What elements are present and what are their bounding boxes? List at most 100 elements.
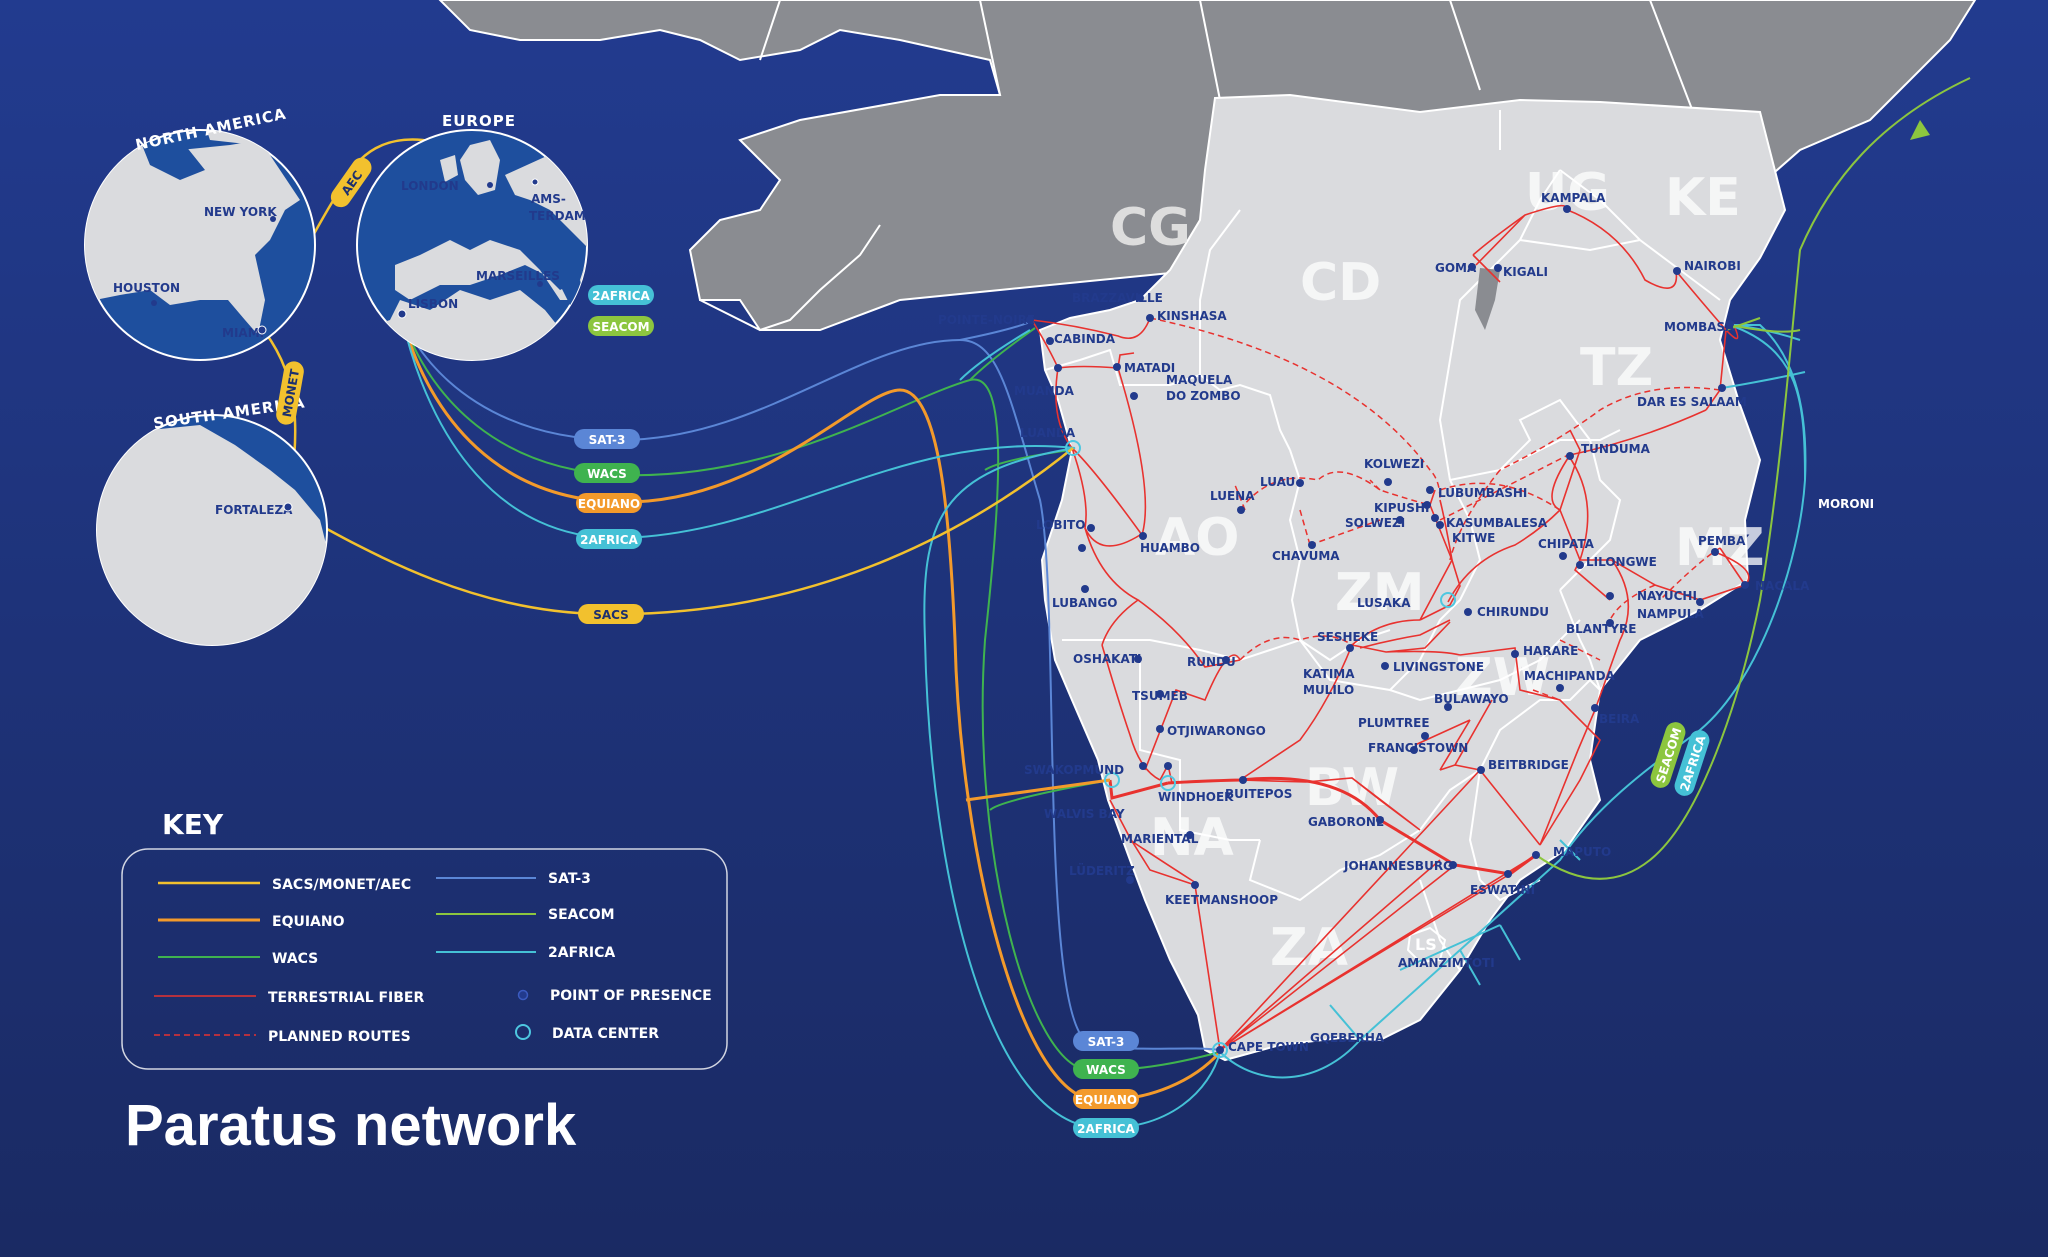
terrestrial-fiber (1031, 204, 1750, 1051)
svg-text:MOMBASA: MOMBASA (1664, 320, 1735, 334)
pop-dot (257, 325, 267, 335)
country-code: BW (1305, 758, 1399, 818)
country-code: CD (1300, 253, 1381, 313)
cable-equiano-branch (965, 778, 1111, 802)
city-label: MIAMI (222, 326, 264, 340)
svg-text:CABINDA: CABINDA (1054, 332, 1116, 346)
svg-text:NAYUCHI: NAYUCHI (1637, 589, 1697, 603)
svg-text:MUANDA: MUANDA (1014, 384, 1075, 398)
lake-kivu (1475, 268, 1500, 330)
pill-monet: MONET (276, 361, 304, 425)
globe-north-america: NORTH AMERICA NEW YORK HOUSTON MIAMI (84, 105, 316, 361)
svg-text:LUBUMBASHI: LUBUMBASHI (1438, 486, 1527, 500)
southern-africa-landmass (1038, 93, 1787, 1062)
country-code: ZM (1335, 563, 1424, 623)
key-swatch (515, 1024, 531, 1040)
pop-dot (151, 300, 157, 306)
svg-text:SACS: SACS (593, 608, 629, 622)
pill-wacs-atl: WACS (574, 463, 640, 483)
svg-text:CAPE TOWN: CAPE TOWN (1228, 1040, 1309, 1054)
city-label: MARSEILLES (476, 269, 560, 283)
svg-text:EQUIANO: EQUIANO (578, 497, 640, 511)
city-label: AMS- (531, 192, 566, 206)
lesotho-border (1406, 926, 1447, 964)
svg-text:GABORONE: GABORONE (1308, 815, 1384, 829)
key-label: PLANNED ROUTES (268, 1029, 411, 1045)
globe-europe: EUROPE LONDON AMS- TERDAM MARSEILLES LIS… (356, 112, 588, 361)
data-centers (1065, 440, 1456, 1058)
city-label: FORTALEZA (215, 503, 293, 517)
svg-text:KEETMANSHOOP: KEETMANSHOOP (1165, 893, 1278, 907)
svg-text:LUENA: LUENA (1210, 489, 1255, 503)
svg-text:SOLWEZI: SOLWEZI (1345, 516, 1405, 530)
page-title: Paratus network (125, 1093, 577, 1158)
city-label: LISBON (408, 297, 458, 311)
svg-text:CHIPATA: CHIPATA (1538, 537, 1595, 551)
north-borders (759, 0, 1701, 131)
svg-text:KIPUSHI: KIPUSHI (1374, 501, 1429, 515)
svg-text:LILONGWE: LILONGWE (1586, 555, 1657, 569)
key-label: EQUIANO (272, 914, 345, 930)
svg-text:OTJIWARONGO: OTJIWARONGO (1167, 724, 1266, 738)
svg-text:CHIRUNDU: CHIRUNDU (1477, 605, 1549, 619)
svg-text:MAQUELA: MAQUELA (1166, 373, 1233, 387)
key-title: KEY (162, 808, 224, 841)
key-label: TERRESTRIAL FIBER (268, 990, 424, 1006)
country-code: TZ (1580, 338, 1653, 398)
pop-dot (531, 178, 539, 186)
svg-text:BUITEPOS: BUITEPOS (1225, 787, 1292, 801)
pill-sat3-atl: SAT-3 (574, 429, 640, 449)
city-labels: BRAZZAVILLE KINSHASA POINTE-NOIRE CABIND… (938, 191, 1874, 1054)
svg-text:LIVINGSTONE: LIVINGSTONE (1393, 660, 1484, 674)
svg-text:WACS: WACS (587, 467, 627, 481)
svg-text:2AFRICA: 2AFRICA (1077, 1122, 1135, 1136)
svg-text:NAMPULA: NAMPULA (1637, 607, 1704, 621)
country-code: LS (1415, 935, 1437, 954)
svg-text:TSUMEB: TSUMEB (1132, 689, 1188, 703)
svg-text:TUNDUMA: TUNDUMA (1581, 442, 1651, 456)
pill-2africa-atl: 2AFRICA (576, 529, 642, 549)
svg-text:HUAMBO: HUAMBO (1140, 541, 1200, 555)
key-label: POINT OF PRESENCE (550, 988, 712, 1004)
key-label: SACS/MONET/AEC (272, 877, 411, 893)
svg-text:MACHIPANDA: MACHIPANDA (1524, 669, 1616, 683)
city-label: LONDON (401, 179, 459, 193)
svg-text:KOLWEZI: KOLWEZI (1364, 457, 1424, 471)
svg-text:POINTE-NOIRE: POINTE-NOIRE (938, 313, 1035, 327)
key-swatch (517, 989, 529, 1001)
svg-text:MORONI: MORONI (1818, 497, 1874, 511)
pop-dot (397, 309, 407, 319)
svg-text:NAIROBI: NAIROBI (1684, 259, 1741, 273)
pill-equiano-south: EQUIANO (1073, 1089, 1139, 1109)
svg-text:HARARE: HARARE (1523, 644, 1578, 658)
pop-dot (537, 281, 543, 287)
cable-2africa-stubs (1329, 839, 1581, 1041)
svg-text:SAT-3: SAT-3 (1088, 1035, 1125, 1049)
pop-dot (487, 182, 493, 188)
svg-text:KIGALI: KIGALI (1503, 265, 1548, 279)
svg-text:FRANCISTOWN: FRANCISTOWN (1368, 741, 1468, 755)
pill-seacom-eu: SEACOM (588, 316, 654, 336)
country-code: AO (1155, 508, 1239, 568)
pop-dot (283, 502, 293, 512)
pill-2africa-eu: 2AFRICA (588, 285, 654, 305)
svg-text:SWAKOPMUND: SWAKOPMUND (1024, 763, 1124, 777)
svg-text:SAT-3: SAT-3 (589, 433, 626, 447)
svg-text:WINDHOEK: WINDHOEK (1158, 790, 1234, 804)
svg-text:WALVIS BAY: WALVIS BAY (1044, 807, 1125, 821)
map-key: SACS/MONET/AEC EQUIANO WACS TERRESTRIAL … (121, 848, 728, 1070)
svg-text:BLANTYRE: BLANTYRE (1566, 622, 1636, 636)
svg-text:LÜDERITZ: LÜDERITZ (1069, 863, 1135, 878)
svg-text:GQEBERHA: GQEBERHA (1310, 1031, 1385, 1045)
svg-text:DO ZOMBO: DO ZOMBO (1166, 389, 1241, 403)
svg-text:SEACOM: SEACOM (592, 320, 649, 334)
country-code: KE (1665, 168, 1741, 228)
svg-text:RUNDU: RUNDU (1187, 655, 1236, 669)
svg-text:LUAU: LUAU (1260, 475, 1295, 489)
border-lines (699, 224, 881, 332)
svg-text:OSHAKATI: OSHAKATI (1073, 652, 1141, 666)
svg-text:LUANDA: LUANDA (1020, 426, 1076, 440)
pill-wacs-south: WACS (1073, 1059, 1139, 1079)
key-label: SEACOM (548, 907, 615, 923)
